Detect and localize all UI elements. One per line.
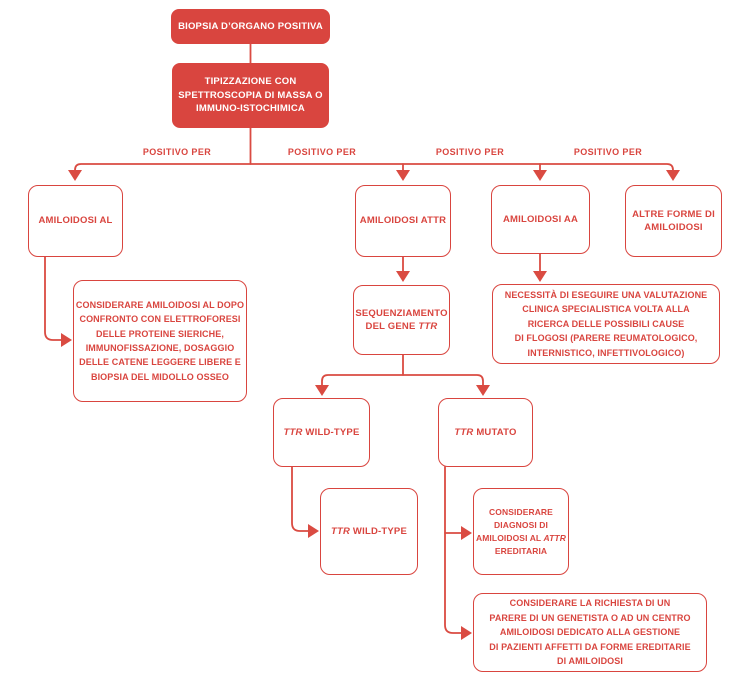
node-label-line: IMMUNO-ISTOCHIMICA bbox=[196, 103, 305, 115]
node-label-text: DEL GENE bbox=[365, 321, 419, 332]
node-label-line: TIPIZZAZIONE CON bbox=[204, 76, 297, 88]
connector-wildtype-to-wildtype2 bbox=[291, 466, 309, 532]
node-label: TTR WILD-TYPE bbox=[284, 426, 360, 440]
arrowhead-attr-hereditary bbox=[461, 526, 472, 540]
node-label: AMILOIDOSI AA bbox=[502, 213, 579, 225]
node-label-line: INTERNISTICO, INFETTIVOLOGICO) bbox=[527, 347, 685, 358]
node-label-line: DIAGNOSI DI bbox=[494, 519, 548, 530]
node-tipizzazione: TIPIZZAZIONE CON SPETTROSCOPIA DI MASSA … bbox=[172, 63, 329, 128]
node-label-line: DI AMILOIDOSI bbox=[557, 656, 623, 667]
branch-label-positivo-per-2: POSITIVO PER bbox=[287, 147, 357, 157]
node-label: BIOPSIA D’ORGANO POSITIVA bbox=[178, 20, 323, 32]
node-label-text: MUTATO bbox=[473, 426, 517, 438]
gene-name-ttr: TTR bbox=[418, 321, 438, 332]
branch-label-positivo-per-3: POSITIVO PER bbox=[435, 147, 505, 157]
arrowhead-genetics-referral bbox=[461, 626, 472, 640]
gene-name-attr: ATTR bbox=[543, 532, 566, 543]
arrowhead-sequencing bbox=[396, 271, 410, 282]
node-label-line: IMMUNOFISSAZIONE, DOSAGGIO bbox=[85, 343, 235, 353]
node-biopsia-organo: BIOPSIA D’ORGANO POSITIVA bbox=[171, 9, 330, 44]
connector-al-to-followup bbox=[44, 256, 62, 341]
node-label-line: DEL GENE TTR bbox=[366, 320, 438, 334]
arrowhead-al-followup bbox=[61, 333, 72, 347]
node-label-text: AMILOIDOSI AL bbox=[476, 532, 544, 543]
arrowhead-to-other bbox=[666, 170, 680, 181]
node-label-line: DI PAZIENTI AFFETTI DA FORME EREDITARIE bbox=[489, 641, 691, 652]
branch-label-positivo-per-4: POSITIVO PER bbox=[573, 147, 643, 157]
node-ttr-mutato: TTR MUTATO bbox=[438, 398, 533, 467]
node-sequenziamento-ttr: SEQUENZIAMENTO DEL GENE TTR bbox=[353, 285, 450, 355]
arrowhead-to-al bbox=[68, 170, 82, 181]
node-label-line: NECESSITÀ DI ESEGUIRE UNA VALUTAZIONE bbox=[504, 289, 708, 300]
arrowhead-to-ttr-mutato bbox=[476, 385, 490, 396]
node-aa-followup: NECESSITÀ DI ESEGUIRE UNA VALUTAZIONE CL… bbox=[492, 284, 720, 364]
node-label-line: PARERE DI UN GENETISTA O AD UN CENTRO bbox=[489, 612, 691, 623]
node-ttr-wild-type-confirmed: TTR WILD-TYPE bbox=[320, 488, 418, 575]
node-label-line: RICERCA DELLE POSSIBILI CAUSE bbox=[527, 318, 685, 329]
node-amiloidosi-al: AMILOIDOSI AL bbox=[28, 185, 123, 257]
node-label: TTR MUTATO bbox=[454, 426, 516, 440]
node-altre-forme: ALTRE FORME DI AMILOIDOSI bbox=[625, 185, 722, 257]
node-label-line: CONSIDERARE AMILOIDOSI AL DOPO bbox=[75, 299, 245, 310]
node-label-line: CONFRONTO CON ELETTROFORESI bbox=[79, 314, 241, 325]
node-label-line: DELLE CATENE LEGGERE LIBERE E bbox=[79, 357, 241, 368]
arrowhead-to-aa bbox=[533, 170, 547, 181]
node-al-followup: CONSIDERARE AMILOIDOSI AL DOPO CONFRONTO… bbox=[73, 280, 247, 402]
gene-name-ttr: TTR bbox=[454, 426, 474, 438]
connector-mutato-main bbox=[444, 466, 462, 634]
arrowhead-aa-followup bbox=[533, 271, 547, 282]
node-ttr-wild-type: TTR WILD-TYPE bbox=[273, 398, 370, 467]
arrowhead-to-ttr-wild-type bbox=[315, 385, 329, 396]
node-label-line: SPETTROSCOPIA DI MASSA O bbox=[178, 89, 323, 101]
node-label-line: DELLE PROTEINE SIERICHE, bbox=[96, 328, 224, 339]
node-label-line: EREDITARIA bbox=[494, 545, 548, 556]
gene-name-ttr: TTR bbox=[331, 525, 351, 537]
node-label: AMILOIDOSI ATTR bbox=[359, 215, 447, 227]
arrowhead-to-attr bbox=[396, 170, 410, 181]
node-label-line: CONSIDERARE LA RICHIESTA DI UN bbox=[509, 598, 671, 609]
node-label-text: WILD-TYPE bbox=[302, 426, 360, 438]
node-label-text: WILD-TYPE bbox=[350, 525, 407, 537]
node-label-line: CONSIDERARE bbox=[489, 506, 553, 517]
arrowhead-wildtype2 bbox=[308, 524, 319, 538]
node-label-line: CLINICA SPECIALISTICA VOLTA ALLA bbox=[522, 304, 690, 315]
node-amiloidosi-attr: AMILOIDOSI ATTR bbox=[355, 185, 451, 257]
node-label-line: AMILOIDOSI AL ATTR bbox=[476, 532, 566, 545]
node-label-line: ALTRE FORME DI bbox=[632, 208, 715, 220]
sequencing-split-line bbox=[321, 374, 484, 387]
node-label-line: AMILOIDOSI bbox=[644, 222, 703, 233]
node-attr-hereditary: CONSIDERARE DIAGNOSI DI AMILOIDOSI AL AT… bbox=[473, 488, 569, 575]
node-label-line: BIOPSIA DEL MIDOLLO OSSEO bbox=[90, 371, 229, 382]
node-label: TTR WILD-TYPE bbox=[331, 525, 407, 539]
node-label-line: AMILOIDOSI DEDICATO ALLA GESTIONE bbox=[499, 627, 681, 638]
node-label-line: DI FLOGOSI (PARERE REUMATOLOGICO, bbox=[514, 333, 698, 344]
node-genetics-referral: CONSIDERARE LA RICHIESTA DI UN PARERE DI… bbox=[473, 593, 707, 672]
branch-horizontal-line bbox=[74, 163, 674, 172]
branch-label-positivo-per-1: POSITIVO PER bbox=[142, 147, 212, 157]
node-label: AMILOIDOSI AL bbox=[38, 215, 113, 227]
node-amiloidosi-aa: AMILOIDOSI AA bbox=[491, 185, 590, 254]
node-label-line: SEQUENZIAMENTO bbox=[355, 307, 448, 319]
gene-name-ttr: TTR bbox=[283, 426, 303, 438]
